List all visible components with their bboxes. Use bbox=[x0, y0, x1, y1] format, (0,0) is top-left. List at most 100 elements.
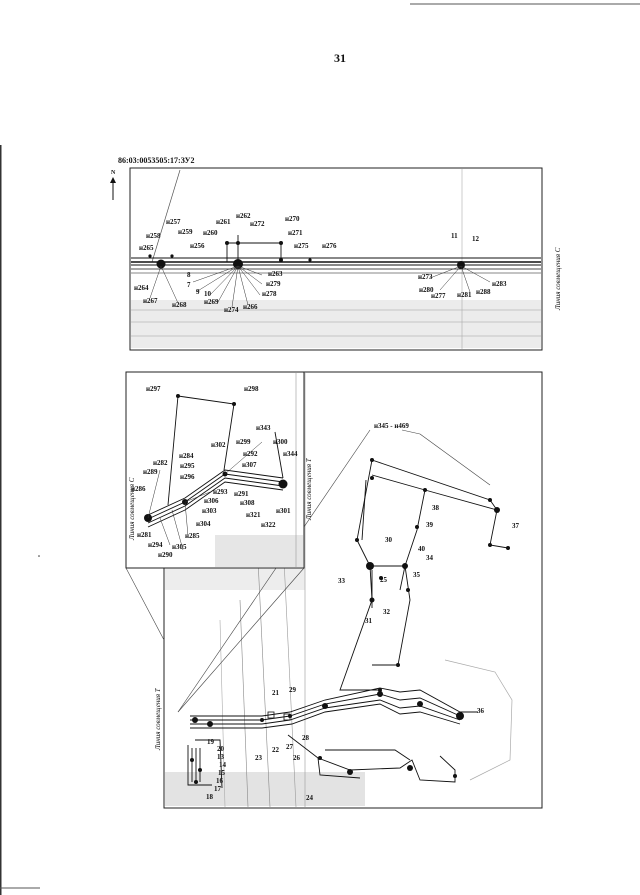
label-37: 37 bbox=[512, 522, 520, 530]
label-23: 23 bbox=[255, 754, 263, 762]
label-n295: н295 bbox=[180, 462, 195, 470]
label-n300: н300 bbox=[273, 438, 288, 446]
label-n284: н284 bbox=[179, 452, 194, 460]
label-n280: н280 bbox=[419, 286, 434, 294]
label-n296: н296 bbox=[180, 473, 195, 481]
side-label-c-inset: Линия совмещения С bbox=[128, 477, 136, 541]
label-13: 13 bbox=[217, 753, 225, 761]
label-8: 8 bbox=[187, 271, 191, 279]
side-label-c: Линия совмещения С bbox=[554, 247, 562, 311]
label-n344: н344 bbox=[283, 450, 298, 458]
side-label-t-main: Линия совмещения Т bbox=[154, 687, 162, 751]
label-n322: н322 bbox=[261, 521, 276, 529]
label-35: 35 bbox=[413, 571, 421, 579]
label-22: 22 bbox=[272, 746, 280, 754]
label-n276: н276 bbox=[322, 242, 337, 250]
label-n278: н278 bbox=[262, 290, 277, 298]
label-n290: н290 bbox=[158, 551, 173, 559]
label-11: 11 bbox=[451, 232, 458, 240]
label-n269: н269 bbox=[204, 298, 219, 306]
label-10: 10 bbox=[204, 290, 212, 298]
label-n294: н294 bbox=[148, 541, 163, 549]
label-n289: н289 bbox=[143, 468, 158, 476]
inset-connector-2 bbox=[125, 567, 165, 641]
label-n301: н301 bbox=[276, 507, 291, 515]
label-n345-n469: н345 - н469 bbox=[374, 422, 409, 430]
label-n303: н303 bbox=[202, 507, 217, 515]
label-n307: н307 bbox=[242, 461, 257, 469]
label-27: 27 bbox=[286, 743, 294, 751]
label-17: 17 bbox=[214, 785, 222, 793]
label-21: 21 bbox=[272, 689, 280, 697]
label-29: 29 bbox=[289, 686, 297, 694]
label-n286: н286 bbox=[131, 485, 146, 493]
label-n308: н308 bbox=[240, 499, 255, 507]
inset-panel: н297 н298 н343 н302 н299 н300 н292 н344 … bbox=[125, 371, 313, 569]
label-n298: н298 bbox=[244, 385, 259, 393]
label-28: 28 bbox=[302, 734, 310, 742]
label-n272: н272 bbox=[250, 220, 265, 228]
label-n273: н273 bbox=[418, 273, 433, 281]
label-n263: н263 bbox=[268, 270, 283, 278]
label-9: 9 bbox=[196, 288, 200, 296]
label-n305: н305 bbox=[172, 543, 187, 551]
label-7: 7 bbox=[187, 281, 191, 289]
label-n291: н291 bbox=[234, 490, 249, 498]
label-n288: н288 bbox=[476, 288, 491, 296]
label-n281-inset: н281 bbox=[137, 531, 152, 539]
label-n266: н266 bbox=[243, 303, 258, 311]
label-15: 15 bbox=[218, 769, 226, 777]
north-arrow-icon: N bbox=[110, 170, 116, 200]
label-n274: н274 bbox=[224, 306, 239, 314]
label-n275: н275 bbox=[294, 242, 309, 250]
label-n277: н277 bbox=[431, 292, 446, 300]
label-n306: н306 bbox=[204, 497, 219, 505]
label-n282: н282 bbox=[153, 459, 168, 467]
label-n343: н343 bbox=[256, 424, 271, 432]
label-n261: н261 bbox=[216, 218, 231, 226]
label-n259: н259 bbox=[178, 228, 193, 236]
label-38: 38 bbox=[432, 504, 440, 512]
label-n299: н299 bbox=[236, 438, 251, 446]
label-n292: н292 bbox=[243, 450, 258, 458]
label-40: 40 bbox=[418, 545, 426, 553]
label-n297: н297 bbox=[146, 385, 161, 393]
label-34: 34 bbox=[426, 554, 434, 562]
label-n279: н279 bbox=[266, 280, 281, 288]
main-panel: н345 - н469 38 37 39 30 40 34 25 33 35 3… bbox=[154, 371, 543, 809]
label-n258: н258 bbox=[146, 232, 161, 240]
label-n283: н283 bbox=[492, 280, 507, 288]
label-16: 16 bbox=[216, 777, 224, 785]
corridor-lines bbox=[131, 257, 541, 274]
label-n302: н302 bbox=[211, 441, 226, 449]
label-n281: н281 bbox=[457, 291, 472, 299]
label-33: 33 bbox=[338, 577, 346, 585]
label-24: 24 bbox=[306, 794, 314, 802]
label-36: 36 bbox=[477, 707, 485, 715]
shaded-strip bbox=[131, 300, 541, 348]
label-25: 25 bbox=[380, 576, 388, 584]
label-n262: н262 bbox=[236, 212, 251, 220]
label-39: 39 bbox=[426, 521, 434, 529]
top-panel: 86:03:0053505:17:ЗУ2 N bbox=[110, 156, 562, 351]
label-30: 30 bbox=[385, 536, 393, 544]
label-18: 18 bbox=[206, 793, 214, 801]
label-n268: н268 bbox=[172, 301, 187, 309]
label-n285: н285 bbox=[185, 532, 200, 540]
label-n267: н267 bbox=[143, 297, 158, 305]
label-n270: н270 bbox=[285, 215, 300, 223]
page-number: 31 bbox=[334, 51, 346, 65]
label-31: 31 bbox=[365, 617, 373, 625]
label-20: 20 bbox=[217, 745, 225, 753]
label-n264: н264 bbox=[134, 284, 149, 292]
label-32: 32 bbox=[383, 608, 391, 616]
label-n304: н304 bbox=[196, 520, 211, 528]
side-label-t-inset: Линия совмещения Т bbox=[305, 457, 313, 521]
label-n271: н271 bbox=[288, 229, 303, 237]
cadastral-number: 86:03:0053505:17:ЗУ2 bbox=[118, 156, 195, 165]
svg-text:N: N bbox=[111, 170, 116, 176]
label-n260: н260 bbox=[203, 229, 218, 237]
label-n265: н265 bbox=[139, 244, 154, 252]
label-14: 14 bbox=[219, 761, 227, 769]
